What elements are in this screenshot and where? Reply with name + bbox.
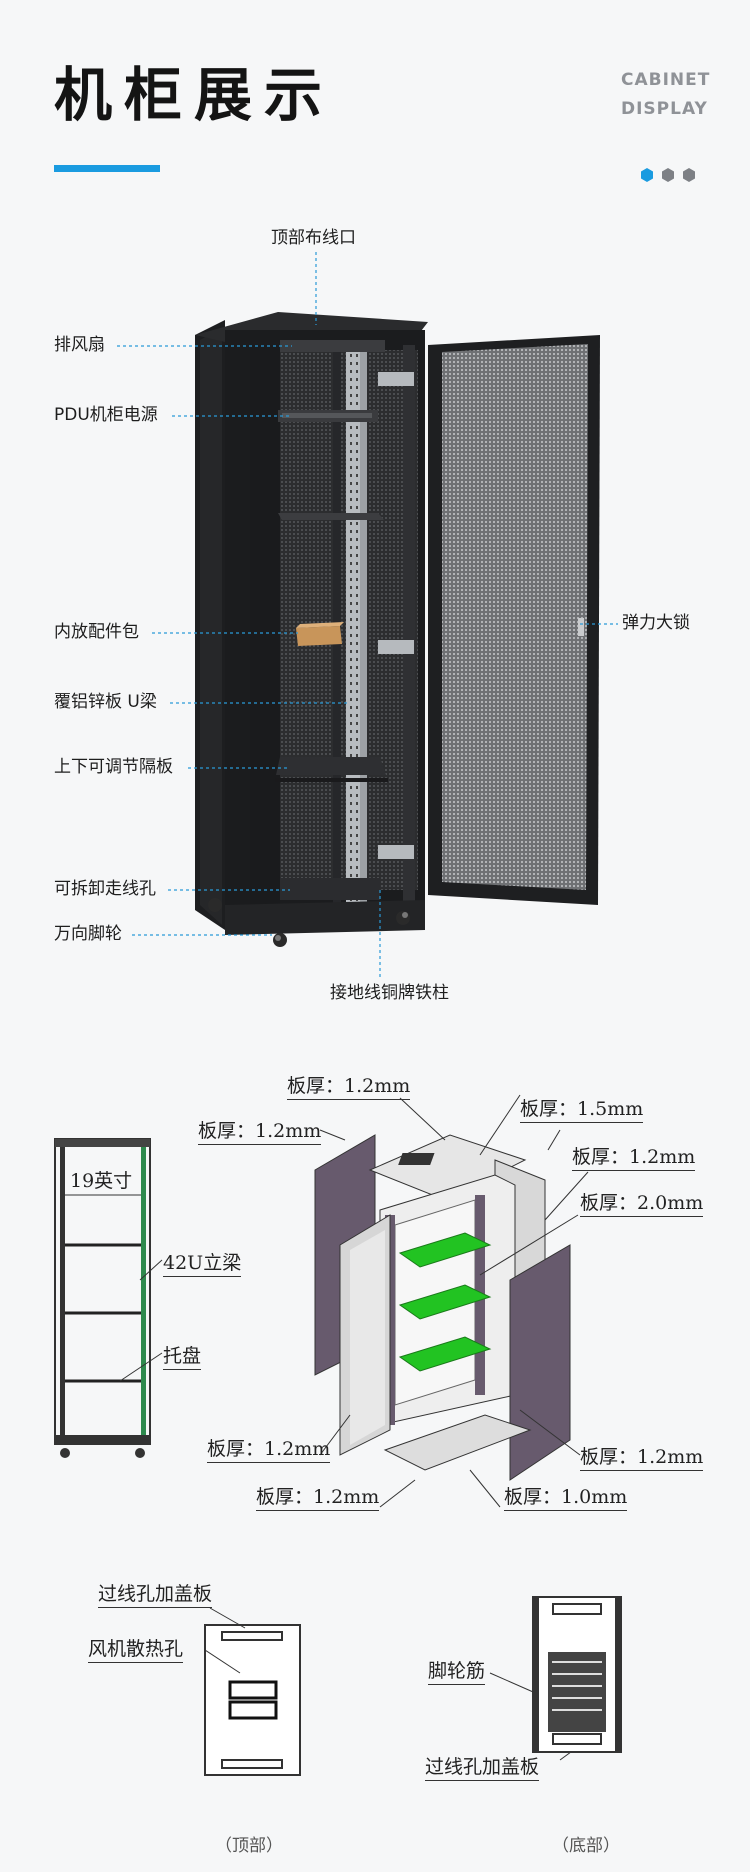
thickness-top: 板厚：1.5mm	[520, 1100, 644, 1123]
thickness-right-side: 板厚：1.2mm	[572, 1148, 696, 1171]
thickness-bottom-left: 板厚：1.2mm	[256, 1488, 380, 1511]
front-view-drawing	[54, 1138, 163, 1458]
hexagon-dot-icon	[641, 168, 653, 182]
thickness-left-door: 板厚：1.2mm	[207, 1440, 331, 1463]
title-accent-bar	[54, 165, 160, 172]
top-cover-label: 过线孔加盖板	[98, 1585, 213, 1608]
hexagon-dot-icon	[662, 168, 674, 182]
callout-pdu: PDU机柜电源	[54, 405, 158, 425]
callout-leaders	[117, 252, 618, 980]
top-plate-drawing	[204, 1624, 301, 1776]
callout-exhaust-fan: 排风扇	[54, 335, 105, 355]
callout-lock: 弹力大锁	[622, 613, 690, 633]
fan-holes-label: 风机散热孔	[88, 1640, 184, 1663]
bottom-caption: （底部）	[552, 1836, 620, 1856]
top-caption: （顶部）	[215, 1836, 283, 1856]
exploded-view-drawing	[314, 1134, 571, 1481]
front-view-post: 42U立梁	[163, 1254, 242, 1277]
thickness-left-side: 板厚：1.2mm	[198, 1122, 322, 1145]
bottom-cover-label: 过线孔加盖板	[425, 1758, 540, 1781]
thickness-top-left: 板厚：1.2mm	[287, 1077, 411, 1100]
callout-casters: 万向脚轮	[54, 924, 122, 944]
subtitle-en-line1: CABINET	[621, 70, 711, 90]
thickness-frame: 板厚：2.0mm	[580, 1194, 704, 1217]
front-view-tray: 托盘	[163, 1347, 202, 1370]
front-view-width: 19英寸	[70, 1170, 133, 1192]
callout-accessory-pack: 内放配件包	[54, 622, 139, 642]
callout-u-beam: 覆铝锌板 U梁	[54, 692, 157, 712]
exploded-leaders	[319, 1094, 589, 1508]
subtitle-en-line2: DISPLAY	[621, 99, 708, 119]
thickness-bottom-right: 板厚：1.0mm	[504, 1488, 628, 1511]
page-title: 机柜展示	[54, 61, 335, 129]
callout-ground-bar: 接地线铜牌铁柱	[330, 983, 449, 1003]
bottom-plate-drawing	[532, 1596, 622, 1753]
caster-rib-label: 脚轮筋	[428, 1662, 486, 1685]
callout-shelf: 上下可调节隔板	[54, 757, 173, 777]
hexagon-dot-icon	[683, 168, 695, 182]
callout-cable-hole: 可拆卸走线孔	[54, 879, 156, 899]
callout-top-cable-port: 顶部布线口	[271, 228, 356, 248]
plates-leaders	[204, 1607, 591, 1761]
cabinet-illustration	[195, 312, 600, 947]
thickness-right-door: 板厚：1.2mm	[580, 1448, 704, 1471]
